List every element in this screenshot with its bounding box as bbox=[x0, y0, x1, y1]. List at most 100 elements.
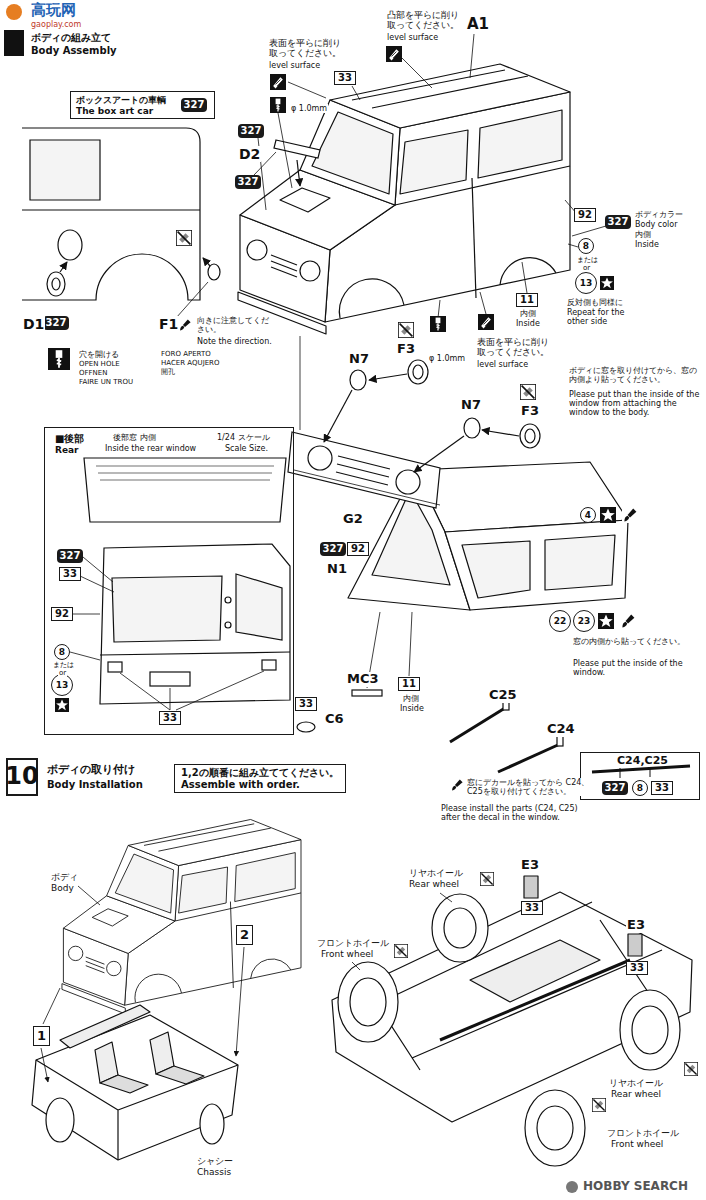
car-body-drawing bbox=[500, 258, 556, 285]
part-label: A1 bbox=[466, 16, 490, 33]
node-text: 92 bbox=[351, 543, 365, 554]
part-label: E3 bbox=[520, 858, 540, 873]
rear-view-drawing bbox=[112, 576, 222, 642]
part-label: D2 bbox=[238, 146, 261, 162]
rear-view-drawing bbox=[100, 544, 290, 704]
car-body-drawing bbox=[300, 261, 320, 281]
rear-view-drawing bbox=[84, 458, 290, 704]
leader-line bbox=[70, 652, 100, 660]
grille-drawing bbox=[336, 456, 390, 485]
underside-drawing bbox=[525, 1090, 585, 1166]
rear-view-drawing bbox=[84, 458, 286, 522]
watermark-emblem bbox=[4, 30, 24, 56]
leader-line bbox=[409, 612, 412, 676]
small-part-drawing bbox=[297, 690, 690, 778]
paint-callout: 11 bbox=[398, 677, 420, 691]
leader-line bbox=[43, 988, 60, 1024]
paint-callout: 13 bbox=[51, 674, 74, 697]
note-text: level surface bbox=[386, 33, 439, 42]
note-text: 内側 bbox=[634, 230, 652, 239]
rear-view-drawing bbox=[150, 672, 190, 686]
paint-callout: 33 bbox=[159, 711, 181, 725]
node-text: The box art car bbox=[76, 106, 153, 116]
inset-frame: C24,C25327833 bbox=[580, 752, 700, 800]
leader-line bbox=[41, 1048, 48, 1082]
box-art-car-drawing bbox=[60, 262, 67, 272]
grille-drawing bbox=[482, 430, 519, 436]
instruction-icon bbox=[684, 1062, 697, 1075]
box-art-car-drawing bbox=[208, 264, 220, 280]
underside-drawing bbox=[350, 978, 386, 1026]
paint-callout: 22 bbox=[549, 610, 572, 633]
leader-line bbox=[294, 470, 440, 505]
note-text: Front wheel bbox=[320, 949, 374, 959]
grille-drawing bbox=[369, 374, 407, 380]
instruction-icon bbox=[480, 872, 493, 885]
instruction-icon bbox=[386, 46, 402, 62]
note-text: ボディの組み立て bbox=[30, 32, 112, 44]
note-text: ボディに窓を取り付けてから、窓の内側より貼ってください。 bbox=[568, 366, 702, 384]
note-text: Repeat for the other side bbox=[566, 308, 648, 326]
note-text: level surface bbox=[476, 360, 529, 369]
note-text: フロントホイール bbox=[316, 938, 390, 948]
watermark: 高玩网 bbox=[30, 2, 77, 19]
chassis-drawing bbox=[156, 1066, 204, 1084]
underside-drawing bbox=[332, 892, 692, 1122]
instruction-icon bbox=[430, 316, 446, 332]
paint-callout: 8 bbox=[54, 644, 70, 660]
window-insert-drawing bbox=[462, 541, 530, 598]
rear-view-drawing bbox=[108, 662, 122, 672]
paint-callout: 327 bbox=[238, 124, 265, 138]
rear-view-drawing bbox=[236, 574, 282, 640]
note-text: または bbox=[576, 256, 599, 264]
note-text: 反対側も同様に bbox=[566, 298, 624, 307]
grille-drawing bbox=[324, 390, 352, 442]
rear-view-drawing bbox=[225, 622, 231, 628]
underside-drawing bbox=[628, 934, 642, 956]
node-text: 33 bbox=[525, 902, 539, 913]
node-text: Inside the rear window bbox=[105, 444, 196, 453]
instruction-icon bbox=[520, 384, 535, 399]
node-text: 後部窓 内側 bbox=[113, 433, 156, 442]
note-text: 向きに注意してください。 bbox=[196, 316, 276, 334]
node-text: 13 bbox=[56, 680, 69, 690]
small-part-drawing bbox=[498, 744, 560, 772]
underside-drawing bbox=[444, 908, 476, 948]
box-art-car-drawing bbox=[47, 272, 65, 296]
leader-line bbox=[288, 82, 326, 98]
note-text: Inside bbox=[399, 704, 425, 713]
order-number: 2 bbox=[236, 925, 253, 945]
node-text: 33 bbox=[163, 712, 177, 723]
note-text: 窓の内側から貼ってください。 bbox=[572, 637, 686, 646]
underside-drawing bbox=[524, 876, 538, 898]
chassis-drawing bbox=[100, 1075, 148, 1093]
grille-drawing bbox=[408, 360, 428, 384]
hood-part-drawing bbox=[274, 140, 320, 158]
node-text: 327 bbox=[238, 176, 259, 187]
note-text: ボディ bbox=[50, 872, 79, 882]
instruction-icon bbox=[478, 314, 494, 330]
leader-line bbox=[170, 688, 171, 710]
grille-drawing bbox=[288, 360, 540, 508]
grille-drawing bbox=[413, 365, 423, 379]
box-art-car-drawing bbox=[22, 128, 220, 318]
hood-part-drawing bbox=[274, 140, 320, 186]
grille-drawing bbox=[520, 424, 540, 448]
node-text: 327 bbox=[46, 317, 67, 328]
note-text: Please install the parts (C24, C25) afte… bbox=[440, 804, 592, 822]
note-box: ボックスアートの車輌The box art car327 bbox=[70, 91, 215, 119]
part-label: MC3 bbox=[346, 672, 380, 687]
note-text: φ 1.0mm bbox=[290, 104, 328, 113]
paint-callout: 327 bbox=[181, 98, 208, 112]
node-text: 327 bbox=[241, 125, 262, 136]
watermark-emblem bbox=[6, 4, 22, 20]
instruction-icon bbox=[620, 613, 636, 629]
node-text: 4 bbox=[585, 510, 591, 520]
instruction-icon bbox=[48, 348, 70, 370]
box-art-car-drawing bbox=[22, 209, 200, 210]
note-text: または bbox=[52, 661, 75, 669]
car-body-drawing bbox=[238, 64, 570, 334]
grille-drawing bbox=[350, 370, 366, 390]
step-number: 10 bbox=[6, 758, 38, 796]
car-body-drawing bbox=[62, 819, 301, 1013]
